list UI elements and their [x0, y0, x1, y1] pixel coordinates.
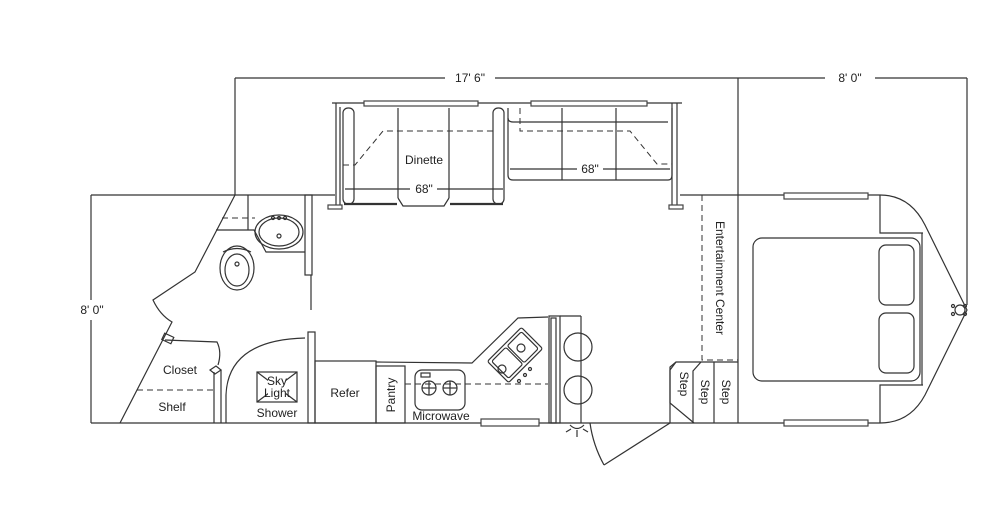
kitchen-sink-icon: [487, 327, 543, 383]
kitchen: Microwave: [375, 315, 593, 427]
svg-text:68": 68": [581, 162, 599, 176]
svg-text:Sky: Sky: [267, 374, 287, 388]
stool-icon: [563, 332, 593, 362]
dimension-width: 8' 0": [80, 194, 235, 423]
svg-text:Step: Step: [677, 372, 691, 397]
window: [783, 419, 869, 427]
svg-text:68": 68": [415, 182, 433, 196]
slide-out: [327, 100, 684, 210]
refrigerator: Refer: [314, 360, 377, 424]
svg-text:8' 0": 8' 0": [838, 71, 861, 85]
svg-text:17' 6": 17' 6": [455, 71, 485, 85]
pillow-icon: [878, 312, 915, 374]
svg-text:Dinette: Dinette: [405, 153, 443, 167]
entry-door: [565, 422, 671, 466]
shower: Sky Light Shower: [225, 331, 316, 424]
dimension-nose: 8' 0": [738, 71, 968, 305]
svg-text:Shower: Shower: [257, 406, 298, 420]
svg-text:8' 0": 8' 0": [80, 303, 103, 317]
window: [480, 418, 540, 427]
exterior-walls: [91, 78, 968, 424]
svg-text:Light: Light: [264, 386, 291, 400]
skylight-icon: [256, 371, 298, 403]
dimension-length: 17' 6": [234, 71, 738, 195]
svg-text:Microwave: Microwave: [412, 409, 470, 423]
bedroom: [752, 192, 968, 427]
entertainment-center: Entertainment Center: [701, 195, 738, 361]
svg-text:Shelf: Shelf: [158, 400, 186, 414]
bed-icon: [752, 237, 921, 382]
hitch-icon: [950, 303, 968, 317]
sink-icon: [254, 214, 304, 250]
pillow-icon: [878, 244, 915, 306]
pantry: Pantry: [375, 365, 406, 424]
svg-text:Step: Step: [719, 380, 733, 405]
svg-text:Refer: Refer: [330, 386, 359, 400]
toilet-icon: [219, 245, 255, 291]
svg-text:Closet: Closet: [163, 363, 198, 377]
svg-text:Step: Step: [698, 380, 712, 405]
burner-icon: [421, 380, 437, 396]
porch-light-icon: [565, 424, 589, 437]
window: [783, 192, 869, 200]
burner-icon: [442, 380, 458, 396]
sofa: 68": [507, 108, 673, 181]
dinette: Dinette 68": [342, 107, 505, 207]
window: [363, 100, 479, 107]
closet: Closet Shelf: [137, 332, 223, 423]
window: [530, 100, 648, 107]
steps: Step Step Step: [669, 361, 738, 424]
stool-icon: [563, 375, 593, 405]
stove-icon: [414, 369, 466, 411]
svg-text:Pantry: Pantry: [384, 378, 398, 413]
bathroom: [216, 194, 313, 310]
svg-text:Entertainment Center: Entertainment Center: [713, 221, 727, 335]
